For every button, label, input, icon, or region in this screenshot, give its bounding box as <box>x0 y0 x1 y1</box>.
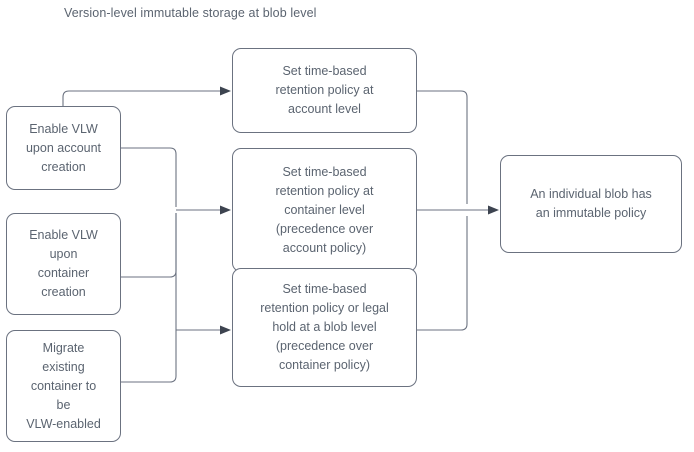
edge-account-policy-to-result <box>417 90 468 204</box>
node-label: Migrate existing container to be VLW-ena… <box>26 340 101 431</box>
node-label: Set time-based retention policy at accou… <box>275 64 374 116</box>
node-label: Set time-based retention policy or legal… <box>260 282 389 372</box>
node-retention-container-level[interactable]: Set time-based retention policy at conta… <box>232 148 417 272</box>
node-label: Set time-based retention policy at conta… <box>275 164 374 255</box>
node-label: Enable VLW upon container creation <box>29 228 98 299</box>
edge-container-to-container-policy <box>121 213 177 278</box>
node-retention-account-level[interactable]: Set time-based retention policy at accou… <box>232 48 417 133</box>
diagram-title: Version-level immutable storage at blob … <box>64 6 317 20</box>
node-retention-blob-level[interactable]: Set time-based retention policy or legal… <box>232 268 417 387</box>
edge-blob-policy-to-result <box>417 216 468 331</box>
edge-rail-to-result <box>467 205 499 215</box>
edge-account-to-account-policy <box>62 86 231 106</box>
node-enable-vlw-account[interactable]: Enable VLW upon account creation <box>6 106 121 190</box>
node-label: Enable VLW upon account creation <box>25 121 102 174</box>
edge-junction-to-container-policy <box>176 205 231 215</box>
node-enable-vlw-container[interactable]: Enable VLW upon container creation <box>6 213 121 315</box>
edge-migrate-to-blob-policy <box>121 325 231 383</box>
node-label: An individual blob has an immutable poli… <box>530 187 652 220</box>
node-immutable-policy-result[interactable]: An individual blob has an immutable poli… <box>500 155 682 253</box>
node-migrate-container[interactable]: Migrate existing container to be VLW-ena… <box>6 330 121 442</box>
edge-account-to-container-policy <box>121 147 177 207</box>
